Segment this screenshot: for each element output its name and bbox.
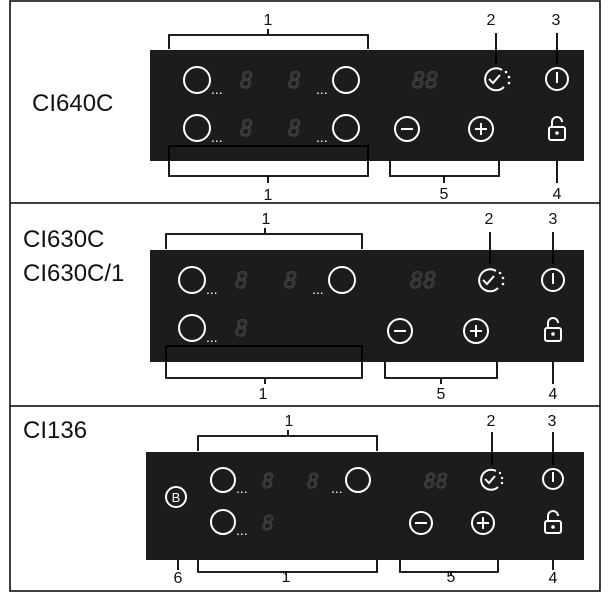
minus-icon[interactable] — [409, 511, 433, 535]
control-panel — [150, 50, 584, 161]
zone-front-left-touch-icon[interactable] — [178, 266, 206, 294]
timer-display: 88 — [412, 69, 439, 94]
callout-plus-minus: 5 — [440, 186, 449, 203]
plus-icon[interactable] — [463, 318, 489, 344]
callout-plus-minus: 5 — [437, 386, 446, 403]
model-label: CI630C/1 — [23, 260, 124, 287]
zone-front-right-touch-icon[interactable] — [328, 266, 356, 294]
dots-label: ... — [211, 81, 223, 97]
zone-display-digit: 8 — [235, 317, 248, 342]
model-label: CI136 — [23, 417, 87, 444]
zone-display-digit: 8 — [262, 469, 274, 493]
timer-icon[interactable] — [484, 67, 511, 92]
zone-display-digit: 8 — [235, 269, 248, 294]
dots-label: ... — [316, 129, 328, 145]
callout-lock: 4 — [549, 386, 558, 403]
timer-icon[interactable] — [478, 268, 505, 293]
control-panel — [146, 452, 584, 560]
dots-label: ... — [236, 522, 248, 538]
dots-label: ... — [236, 480, 248, 496]
callout-plus-minus: 5 — [447, 569, 456, 586]
booster-letter: B — [172, 490, 181, 505]
callout-zones-top: 1 — [285, 413, 294, 430]
control-panel — [150, 250, 584, 362]
zone-display-digit: 8 — [240, 117, 253, 142]
zone-front-right-touch-icon[interactable] — [332, 66, 360, 94]
zone-display-digit: 8 — [284, 269, 297, 294]
callout-zones-bottom: 1 — [282, 569, 291, 586]
dots-label: ... — [316, 81, 328, 97]
section-ci640c: CI640C 1 1 ... 8 8 ... ... 8 8 ... 88 — [32, 12, 584, 204]
power-icon[interactable] — [541, 268, 565, 292]
callout-timer: 2 — [485, 211, 494, 228]
minus-icon[interactable] — [394, 116, 420, 142]
zone-display-digit: 8 — [240, 69, 253, 94]
timer-display: 88 — [410, 269, 437, 294]
section-ci630c: CI630C CI630C/1 1 1 ... 8 8 ... ... 8 88 — [23, 211, 584, 403]
callout-power: 3 — [549, 211, 558, 228]
callout-zones-bottom: 1 — [264, 187, 273, 204]
model-label: CI640C — [32, 90, 113, 117]
lock-icon[interactable] — [544, 317, 562, 342]
timer-icon[interactable] — [480, 468, 504, 491]
power-icon[interactable] — [542, 468, 564, 490]
dots-label: ... — [211, 129, 223, 145]
section-ci136: CI136 1 1 B ... 8 8 ... ... 8 88 — [23, 413, 584, 587]
zone-display-digit: 8 — [288, 69, 301, 94]
minus-icon[interactable] — [387, 318, 413, 344]
plus-icon[interactable] — [468, 116, 494, 142]
zone-front-right-touch-icon[interactable] — [345, 467, 371, 493]
zone-display-digit: 8 — [288, 117, 301, 142]
plus-icon[interactable] — [471, 511, 495, 535]
lock-icon[interactable] — [544, 510, 562, 534]
callout-timer: 2 — [487, 12, 496, 29]
callout-booster: 6 — [174, 570, 183, 587]
lock-icon[interactable] — [548, 116, 566, 141]
diagram-frame — [9, 0, 601, 592]
callout-power: 3 — [552, 12, 561, 29]
dots-label: ... — [331, 480, 343, 496]
callout-timer: 2 — [487, 413, 496, 430]
zone-rear-left-touch-icon[interactable] — [210, 509, 236, 535]
zone-front-left-touch-icon[interactable] — [183, 66, 211, 94]
callout-zones-top: 1 — [264, 12, 273, 29]
zone-display-digit: 8 — [307, 469, 319, 493]
callout-zones-top: 1 — [262, 211, 271, 228]
timer-display: 88 — [424, 469, 448, 493]
zone-rear-left-touch-icon[interactable] — [178, 314, 206, 342]
callout-lock: 4 — [553, 186, 562, 203]
callout-power: 3 — [548, 413, 557, 430]
zone-rear-left-touch-icon[interactable] — [183, 114, 211, 142]
zone-rear-right-touch-icon[interactable] — [332, 114, 360, 142]
zone-front-left-touch-icon[interactable] — [210, 467, 236, 493]
callout-zones-bottom: 1 — [259, 386, 268, 403]
power-icon[interactable] — [545, 67, 569, 91]
model-label: CI630C — [23, 226, 104, 253]
dots-label: ... — [206, 329, 218, 345]
booster-icon[interactable]: B — [165, 486, 187, 508]
dots-label: ... — [206, 281, 218, 297]
dots-label: ... — [312, 281, 324, 297]
callout-lock: 4 — [549, 570, 558, 587]
zone-display-digit: 8 — [262, 511, 274, 535]
